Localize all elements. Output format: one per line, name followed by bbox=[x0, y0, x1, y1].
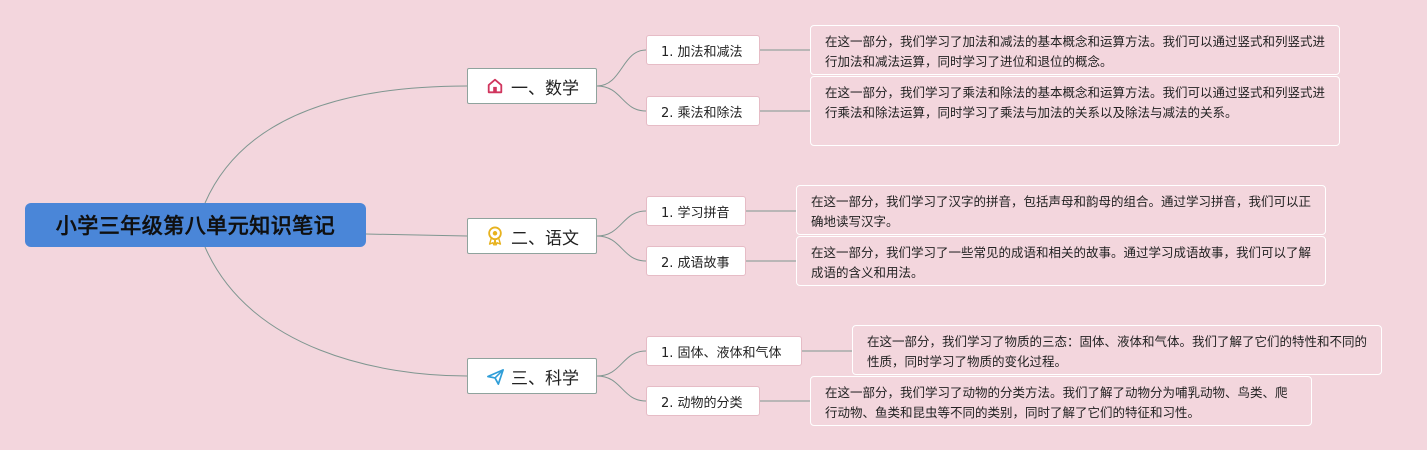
subtopic-label: 1. 加法和减法 bbox=[661, 44, 743, 60]
note-animal-classification: 在这一部分，我们学习了动物的分类方法。我们了解了动物分为哺乳动物、鸟类、爬行动物… bbox=[810, 376, 1312, 426]
subtopic-label: 2. 乘法和除法 bbox=[661, 105, 743, 121]
note-pinyin: 在这一部分，我们学习了汉字的拼音，包括声母和韵母的组合。通过学习拼音，我们可以正… bbox=[796, 185, 1326, 235]
subtopic-animal-classification[interactable]: 2. 动物的分类 bbox=[646, 386, 760, 416]
note-text: 在这一部分，我们学习了动物的分类方法。我们了解了动物分为哺乳动物、鸟类、爬行动物… bbox=[825, 385, 1288, 420]
subtopic-label: 2. 动物的分类 bbox=[661, 395, 743, 411]
topic-chinese[interactable]: 二、语文 bbox=[467, 218, 597, 254]
note-text: 在这一部分，我们学习了加法和减法的基本概念和运算方法。我们可以通过竖式和列竖式进… bbox=[825, 34, 1326, 69]
paper-plane-icon bbox=[485, 366, 505, 386]
note-text: 在这一部分，我们学习了物质的三态：固体、液体和气体。我们了解了它们的特性和不同的… bbox=[867, 334, 1368, 369]
note-multiplication-division: 在这一部分，我们学习了乘法和除法的基本概念和运算方法。我们可以通过竖式和列竖式进… bbox=[810, 76, 1340, 146]
subtopic-pinyin[interactable]: 1. 学习拼音 bbox=[646, 196, 746, 226]
subtopic-multiplication-division[interactable]: 2. 乘法和除法 bbox=[646, 96, 760, 126]
note-text: 在这一部分，我们学习了乘法和除法的基本概念和运算方法。我们可以通过竖式和列竖式进… bbox=[825, 85, 1326, 120]
subtopic-label: 2. 成语故事 bbox=[661, 255, 730, 271]
root-title: 小学三年级第八单元知识笔记 bbox=[55, 214, 336, 238]
subtopic-addition-subtraction[interactable]: 1. 加法和减法 bbox=[646, 35, 760, 65]
note-states-of-matter: 在这一部分，我们学习了物质的三态：固体、液体和气体。我们了解了它们的特性和不同的… bbox=[852, 325, 1382, 375]
topic-label: 一、数学 bbox=[511, 78, 579, 99]
subtopic-states-of-matter[interactable]: 1. 固体、液体和气体 bbox=[646, 336, 802, 366]
note-text: 在这一部分，我们学习了汉字的拼音，包括声母和韵母的组合。通过学习拼音，我们可以正… bbox=[811, 194, 1312, 229]
subtopic-label: 1. 固体、液体和气体 bbox=[661, 345, 782, 361]
topic-math[interactable]: 一、数学 bbox=[467, 68, 597, 104]
topic-label: 三、科学 bbox=[511, 368, 579, 389]
subtopic-label: 1. 学习拼音 bbox=[661, 205, 730, 221]
note-text: 在这一部分，我们学习了一些常见的成语和相关的故事。通过学习成语故事，我们可以了解… bbox=[811, 245, 1312, 280]
note-addition-subtraction: 在这一部分，我们学习了加法和减法的基本概念和运算方法。我们可以通过竖式和列竖式进… bbox=[810, 25, 1340, 75]
topic-science[interactable]: 三、科学 bbox=[467, 358, 597, 394]
note-idiom-stories: 在这一部分，我们学习了一些常见的成语和相关的故事。通过学习成语故事，我们可以了解… bbox=[796, 236, 1326, 286]
topic-label: 二、语文 bbox=[511, 228, 579, 249]
root-node[interactable]: 小学三年级第八单元知识笔记 bbox=[25, 203, 366, 247]
award-ribbon-icon bbox=[485, 226, 505, 246]
subtopic-idiom-stories[interactable]: 2. 成语故事 bbox=[646, 246, 746, 276]
home-icon bbox=[485, 76, 505, 96]
